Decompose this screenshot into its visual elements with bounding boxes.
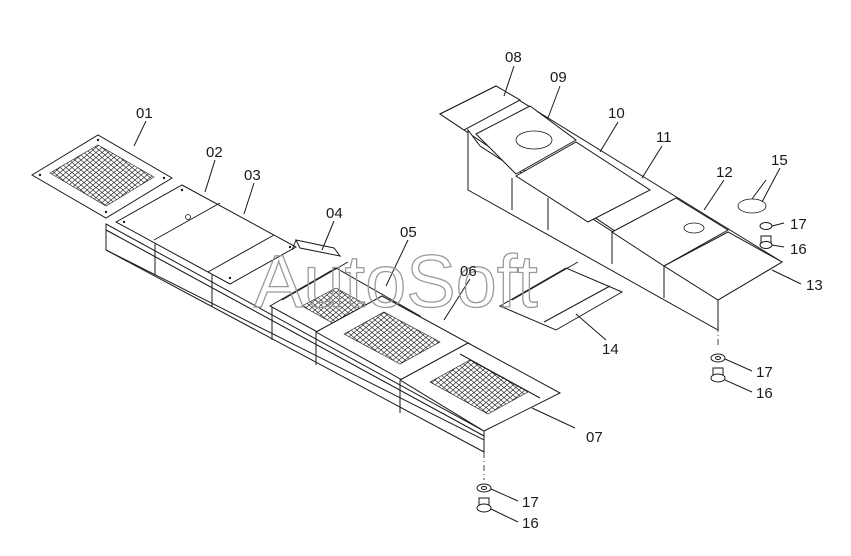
part-10-hole-plate	[475, 105, 577, 175]
label-part-04: 04	[326, 205, 343, 222]
label-part-09: 09	[550, 69, 567, 86]
left-assembly	[31, 134, 562, 513]
label-part-17-right-upper: 17	[790, 216, 807, 233]
right-assembly	[439, 85, 784, 383]
right-upper-washer-17	[759, 222, 773, 230]
label-part-16-left: 16	[522, 515, 539, 532]
part-labels: 01 02 03 04 05 06 07 08 09 10 11 12 13 1…	[136, 49, 823, 532]
label-part-14: 14	[602, 341, 619, 358]
leader-lines	[133, 65, 802, 523]
label-part-06: 06	[460, 263, 477, 280]
part-14-loose-plate	[498, 261, 624, 331]
left-bolt-16	[476, 497, 492, 513]
part-15-round-cover	[737, 179, 767, 214]
watermark-text: AutoSoft	[254, 240, 538, 323]
label-part-16-right-lower: 16	[756, 385, 773, 402]
part-01-mesh-cover	[31, 134, 173, 219]
label-part-05: 05	[400, 224, 417, 241]
label-part-11: 11	[656, 129, 672, 146]
right-lower-washer-17	[710, 353, 726, 363]
left-washer-17	[476, 483, 492, 493]
label-part-01: 01	[136, 105, 153, 122]
right-upper-bolt-16	[759, 235, 773, 249]
label-part-15: 15	[771, 152, 788, 169]
part-02-top-plate	[114, 184, 298, 285]
part-12-plate	[611, 197, 729, 267]
label-part-16-right-upper: 16	[790, 241, 807, 258]
label-part-03: 03	[244, 167, 261, 184]
label-part-02: 02	[206, 144, 223, 161]
label-part-10: 10	[608, 105, 625, 122]
label-part-12: 12	[716, 164, 733, 181]
part-13-end-plate	[663, 231, 784, 301]
part-11-plate	[515, 141, 651, 223]
right-lower-bolt-16	[710, 367, 726, 383]
part-08-end-plate	[439, 85, 522, 131]
label-part-07: 07	[586, 429, 603, 446]
part-04-bracket	[291, 239, 342, 257]
label-part-08: 08	[505, 49, 522, 66]
label-part-13: 13	[806, 277, 823, 294]
part-07-end-plate	[398, 342, 562, 432]
label-part-17-right-lower: 17	[756, 364, 773, 381]
left-trough-body	[105, 223, 485, 453]
label-part-17-left: 17	[522, 494, 539, 511]
